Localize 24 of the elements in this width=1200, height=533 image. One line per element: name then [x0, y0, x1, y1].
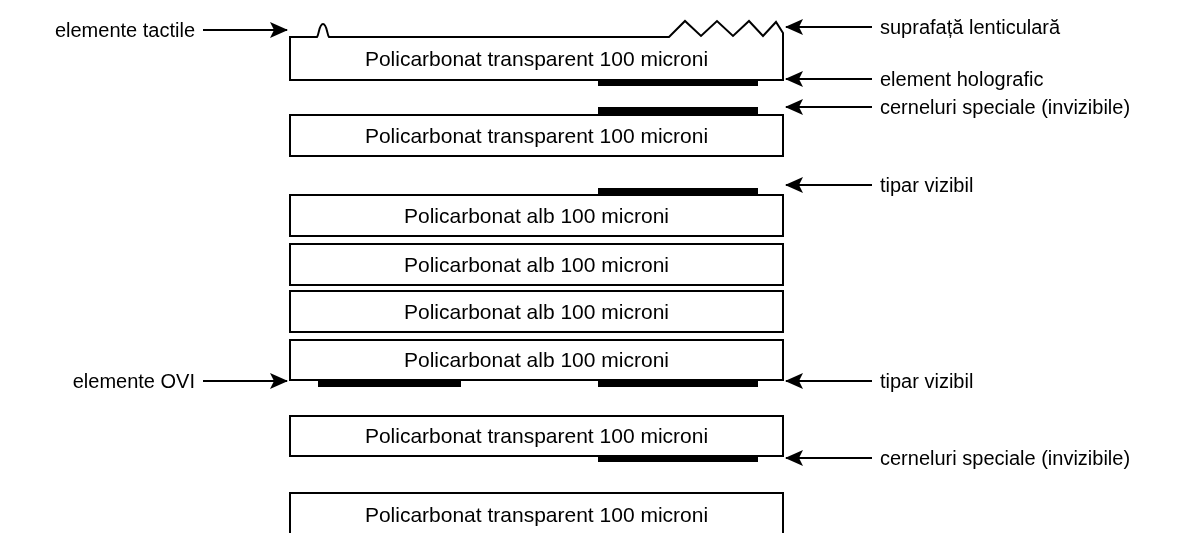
leader-arrow — [785, 19, 872, 35]
leader-arrow — [785, 99, 872, 115]
callout-label: cerneluri speciale (invizibile) — [880, 446, 1131, 470]
leader-arrow — [785, 177, 872, 193]
polycarbonate-layer: Policarbonat alb 100 microni — [289, 290, 784, 333]
callout-label: tipar vizibil — [880, 173, 974, 197]
leader-arrow — [785, 450, 872, 466]
leader-arrow — [785, 71, 872, 87]
callout-label: cerneluri speciale (invizibile) — [880, 95, 1131, 119]
polycarbonate-layer: Policarbonat alb 100 microni — [289, 194, 784, 237]
leader-arrow — [203, 373, 288, 389]
polycarbonate-layer: Policarbonat transparent 100 microni — [289, 415, 784, 457]
polycarbonate-layer: Policarbonat transparent 100 microni — [289, 19, 784, 81]
polycarbonate-layer: Policarbonat alb 100 microni — [289, 339, 784, 381]
leader-arrow — [203, 22, 288, 38]
polycarbonate-layer: Policarbonat transparent 100 microni — [289, 492, 784, 533]
callout-label: elemente tactile — [54, 18, 195, 42]
callout-label: elemente OVI — [72, 369, 195, 393]
polycarbonate-layer: Policarbonat transparent 100 microni — [289, 114, 784, 157]
callout-label: element holografic — [880, 67, 1044, 91]
polycarbonate-layer: Policarbonat alb 100 microni — [289, 243, 784, 286]
callout-label: suprafață lenticulară — [880, 15, 1061, 39]
leader-arrow — [785, 373, 872, 389]
callout-label: tipar vizibil — [880, 369, 974, 393]
